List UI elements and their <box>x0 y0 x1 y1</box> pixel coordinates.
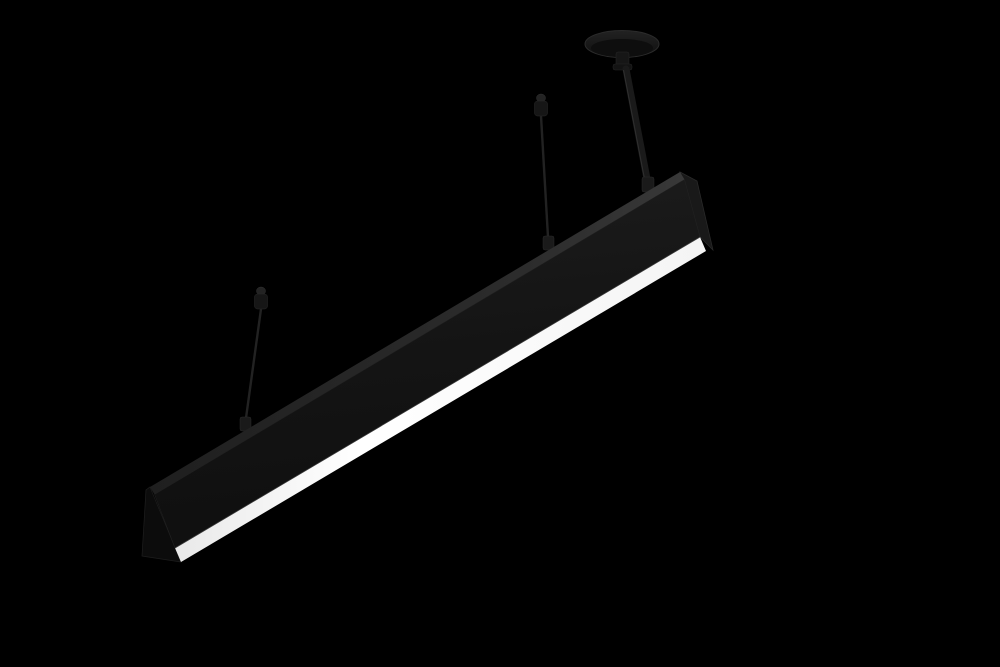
rod-shaft <box>622 65 652 188</box>
canopy-underside <box>591 39 653 57</box>
diffuser-seam <box>174 236 701 549</box>
suspension-cable-middle <box>539 115 550 238</box>
fixture-body <box>141 171 714 563</box>
led-diffuser-strip <box>175 237 706 562</box>
suspension-cable-left <box>244 308 263 419</box>
suspension-left <box>239 286 268 432</box>
ceiling-canopy <box>584 30 660 71</box>
cable-gripper-left <box>254 293 268 310</box>
cable-gripper-middle <box>534 100 548 117</box>
suspension-middle <box>534 93 555 251</box>
fixture-top-edge <box>150 172 685 495</box>
suspension-rod <box>622 65 655 193</box>
cable-connector-middle <box>542 235 555 251</box>
rod-highlight <box>623 69 646 185</box>
